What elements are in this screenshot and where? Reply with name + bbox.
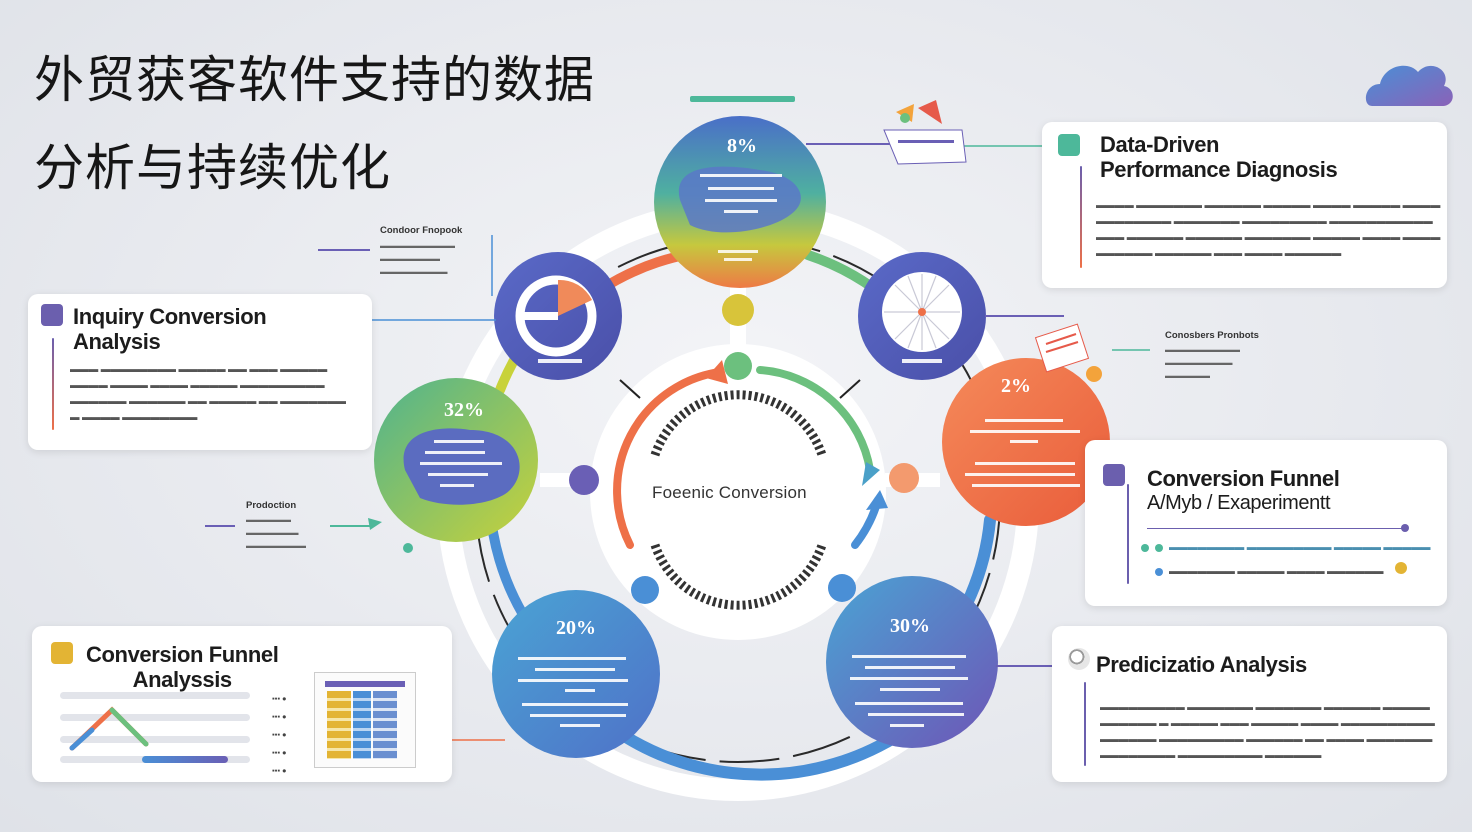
top-small-heading [690,96,795,102]
card-inquiry-body: ▬▬▬ ▬▬▬▬▬▬▬▬ ▬▬▬▬▬ ▬▬ ▬▬▬ ▬▬▬▬▬ ▬▬▬▬ ▬▬▬… [70,364,346,423]
bullet-icon [1141,544,1149,552]
conductor-body: ▬▬▬▬▬▬▬▬▬▬▬▬▬▬▬▬▬▬▬▬▬▬▬▬▬▬▬ [380,241,455,276]
mini-card [883,129,967,165]
card-data-driven-color-square [1058,134,1080,156]
label-prediction-small: Prodoction [246,500,297,511]
card-funnel-ab: Conversion Funnel A/Myb / Exaperimentt ▬… [1085,440,1447,606]
title-line-1: 外贸获客软件支持的数据 [34,51,595,109]
card-funnel-legend: ▪▪▪ ●▪▪▪ ●▪▪▪ ●▪▪▪ ●▪▪▪ ● [272,694,287,775]
node-bottom-right [826,576,998,748]
connector-tr [839,379,861,399]
pie-slice-icon [558,279,592,316]
card-prediction: Predicizatio Analysis ▬▬▬▬▬▬▬▬▬ ▬▬▬▬▬▬▬ … [1052,626,1447,782]
center-label: Foeenic Conversion [652,483,807,502]
card-funnel: Conversion Funnel Analyssis ▪▪▪ ●▪▪▪ ●▪▪… [32,626,452,782]
center-disk [590,344,886,640]
dot-bl-blue [631,576,659,604]
dot-top-yellow [722,294,754,326]
arrow-head-blue [866,490,888,510]
node-top-pct: 8% [727,135,757,157]
prediction-small-body: ▬▬▬▬▬▬▬▬▬▬▬▬▬▬▬▬▬▬▬▬▬ [246,515,306,550]
dot-top-green [724,352,752,380]
node-bottom-left-pct: 20% [556,617,596,639]
card-funnel-ab-title: Conversion Funnel A/Myb / Exaperimentt [1147,466,1340,514]
node-bottom-left [492,590,660,758]
card-funnel-table [314,672,416,768]
card-funnel-color-square [51,642,73,664]
card-data-driven: Data-Driven Performance Diagnosis ▬▬▬▬ ▬… [1042,122,1447,288]
card-data-driven-title: Data-Driven Performance Diagnosis [1100,132,1338,182]
card-funnel-ab-color-square [1103,464,1125,486]
label-conversion-small: Conosbers Pronbots [1165,330,1259,341]
card-funnel-title: Conversion Funnel Analyssis [86,642,279,692]
page-title: 外贸获客软件支持的数据 分析与持续优化 [34,36,595,212]
inner-text-ring-bottom [650,543,827,610]
card-inquiry-title: Inquiry Conversion Analysis [73,304,267,354]
card-data-driven-timeline [1080,166,1082,268]
inner-arrow-green [756,366,874,474]
conversion-small-body: ▬▬▬▬▬▬▬▬▬▬▬▬▬▬▬▬▬▬▬▬▬▬▬▬▬ [1165,345,1240,380]
inner-arrow-orange [613,368,724,549]
funnel-line-icon [69,706,149,751]
card-inquiry-timeline [52,338,54,430]
brain-icon [1068,648,1090,670]
card-prediction-title: Predicizatio Analysis [1096,652,1307,677]
card-funnel-ab-body: ▬▬▬▬▬▬▬▬ ▬▬▬▬▬▬▬▬▬ ▬▬▬▬▬ ▬▬▬▬▬ ▬▬▬▬▬▬▬ ▬… [1169,542,1431,577]
node-top-text [700,174,782,213]
card-funnel-ab-timeline [1127,484,1129,584]
node-right-pct: 2% [1001,375,1031,397]
node-left-blob [403,428,520,505]
card-prediction-body: ▬▬▬▬▬▬▬▬▬ ▬▬▬▬▬▬▬ ▬▬▬▬▬▬▬ ▬▬▬▬▬▬ ▬▬▬▬▬ ▬… [1100,702,1435,761]
arrow-head-green [862,462,880,486]
node-bottom-right-pct: 30% [890,615,930,637]
decor-chart-icon [1034,323,1102,382]
funnel-progress-bar [142,756,228,763]
cloud-icon [1365,65,1453,106]
dot-left-purple [569,465,599,495]
dot-br-blue [828,574,856,602]
card-data-driven-body: ▬▬▬▬ ▬▬▬▬▬▬▬ ▬▬▬▬▬▬ ▬▬▬▬▬ ▬▬▬▬ ▬▬▬▬▬ ▬▬▬… [1096,200,1441,259]
node-left-pct: 32% [444,399,484,421]
inner-text-ring-top [650,390,827,457]
dot-right-orange [889,463,919,493]
label-conductor: Condoor Fnopook [380,225,463,236]
card-inquiry-color-square [41,304,63,326]
title-line-2: 分析与持续优化 [34,139,391,197]
card-inquiry-conversion: Inquiry Conversion Analysis ▬▬▬ ▬▬▬▬▬▬▬▬… [28,294,372,450]
arrow-head-orange [706,360,728,384]
connector-tl [619,379,641,399]
card-prediction-timeline [1084,682,1086,766]
